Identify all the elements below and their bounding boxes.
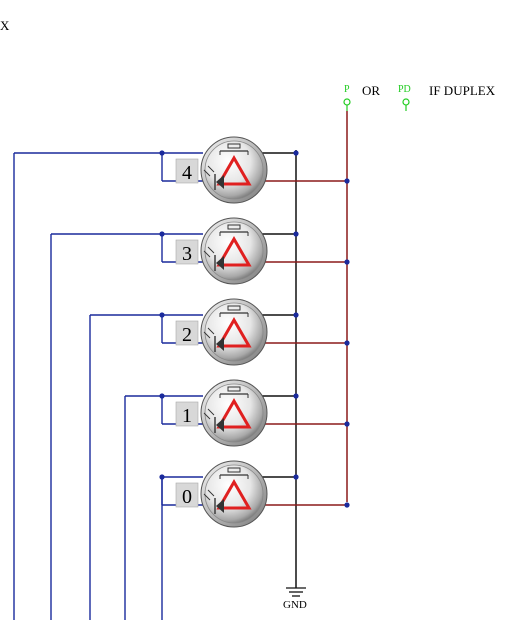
light-ray: [203, 169, 211, 177]
switch-icon: [227, 386, 241, 392]
light-ray: [203, 493, 211, 501]
diode-icon: [216, 337, 224, 351]
led-triangle-icon: [216, 397, 252, 429]
ground-junction-dot: [293, 474, 299, 480]
button-number-3: 3: [182, 243, 192, 265]
led-triangle-icon: [216, 154, 252, 186]
power-pin-p: [343, 98, 351, 111]
number-box: [175, 158, 199, 184]
led-triangle-icon: [216, 316, 252, 348]
button-number-2: 2: [182, 324, 192, 346]
light-ray: [207, 246, 215, 254]
junction-dot: [159, 474, 165, 480]
top-left-label: X: [0, 18, 10, 33]
ground-icon: [286, 587, 306, 597]
led-triangle-icon: [216, 478, 252, 510]
button-number-1: 1: [182, 405, 192, 427]
led-triangle-icon: [216, 235, 252, 267]
number-box: [175, 239, 199, 265]
power-pin-pd: [402, 98, 410, 111]
switch-icon: [227, 143, 241, 149]
ground-junction-dot: [293, 393, 299, 399]
switch-icon: [227, 467, 241, 473]
button-face: [204, 302, 264, 362]
button-row-0: 0: [159, 460, 350, 620]
light-ray: [207, 489, 215, 497]
button-number-0: 0: [182, 486, 192, 508]
power-label-or: OR: [362, 83, 381, 98]
junction-dot: [159, 393, 165, 399]
ground-label: GND: [283, 599, 307, 611]
number-box: [175, 482, 199, 508]
number-box: [175, 401, 199, 427]
diode-icon: [216, 175, 224, 189]
power-label-pd: PD: [398, 84, 411, 95]
button-row-2: 2: [89, 298, 350, 620]
ground-junction-dot: [293, 150, 299, 156]
switch-icon: [227, 224, 241, 230]
light-ray: [203, 331, 211, 339]
junction-dot: [159, 150, 165, 156]
power-junction-dot: [344, 421, 350, 427]
ground-junction-dot: [293, 312, 299, 318]
diode-icon: [216, 418, 224, 432]
button-row-1: 1: [124, 379, 350, 620]
light-ray: [203, 412, 211, 420]
button-face: [204, 221, 264, 281]
light-ray: [207, 327, 215, 335]
light-ray: [207, 408, 215, 416]
button-number-4: 4: [182, 162, 192, 184]
button-row-3: 3: [50, 217, 350, 620]
number-box: [175, 320, 199, 346]
diode-icon: [216, 256, 224, 270]
light-ray: [207, 165, 215, 173]
light-ray: [203, 250, 211, 258]
junction-dot: [159, 312, 165, 318]
power-junction-dot: [344, 502, 350, 508]
button-face: [204, 383, 264, 443]
power-junction-dot: [344, 178, 350, 184]
switch-icon: [227, 305, 241, 311]
power-junction-dot: [344, 259, 350, 265]
power-label-p: P: [344, 84, 350, 95]
button-face: [204, 140, 264, 200]
button-row-4: 4: [13, 136, 350, 620]
junction-dot: [159, 231, 165, 237]
diode-icon: [216, 499, 224, 513]
button-face: [204, 464, 264, 524]
power-junction-dot: [344, 340, 350, 346]
ground-junction-dot: [293, 231, 299, 237]
power-label-if-duplex: IF DUPLEX: [429, 83, 496, 98]
